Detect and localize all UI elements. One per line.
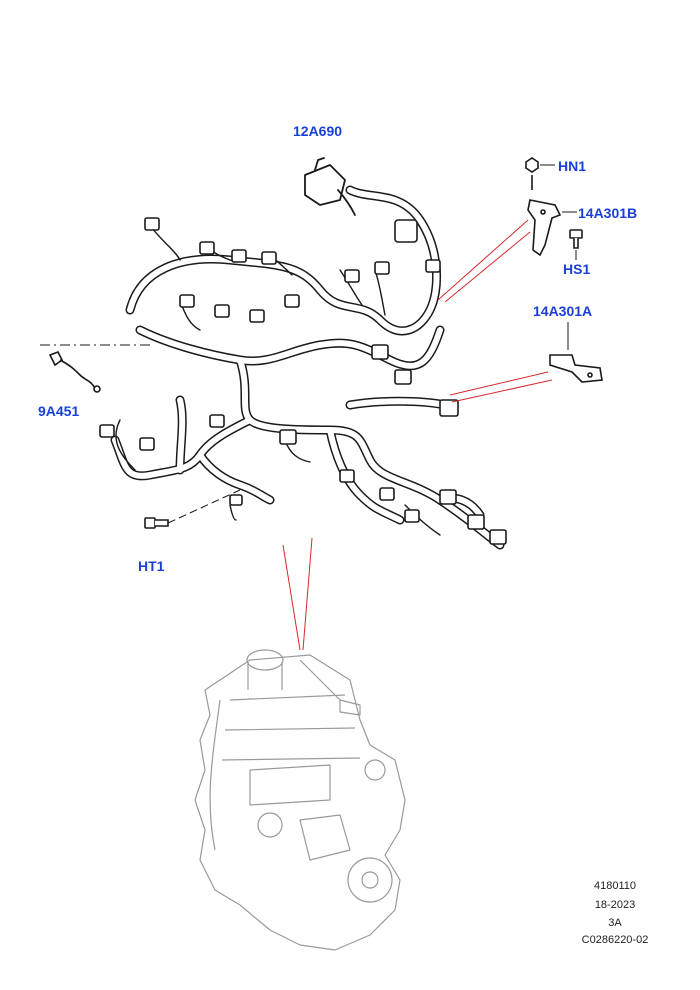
callout-ht1[interactable]: HT1 [138,558,165,574]
callout-14a301b[interactable]: 14A301B [578,205,638,221]
screw-ht1[interactable] [144,517,169,529]
nut-hn1[interactable] [525,157,539,190]
sensor-9a451[interactable] [48,350,101,393]
screw-hs1[interactable] [569,229,583,249]
red-leader-lines [282,219,553,651]
callout-hs1[interactable]: HS1 [563,261,591,277]
wiring-harness [99,157,507,550]
bracket-14a301a[interactable] [549,354,603,383]
meta-line-4: C0286220-02 [581,934,649,946]
meta-line-1: 4180110 [593,880,636,892]
meta-line-3: 3A [608,917,622,929]
engine-block [194,649,406,951]
meta-line-2: 18-2023 [594,899,636,911]
callout-14a301a[interactable]: 14A301A [533,303,593,319]
connector-12a690[interactable] [304,157,356,216]
callout-9a451[interactable]: 9A451 [38,403,80,419]
callout-12a690[interactable]: 12A690 [293,123,343,139]
leader-ht1 [167,489,241,524]
bracket-14a301b[interactable] [527,199,562,257]
callout-hn1[interactable]: HN1 [558,158,587,174]
